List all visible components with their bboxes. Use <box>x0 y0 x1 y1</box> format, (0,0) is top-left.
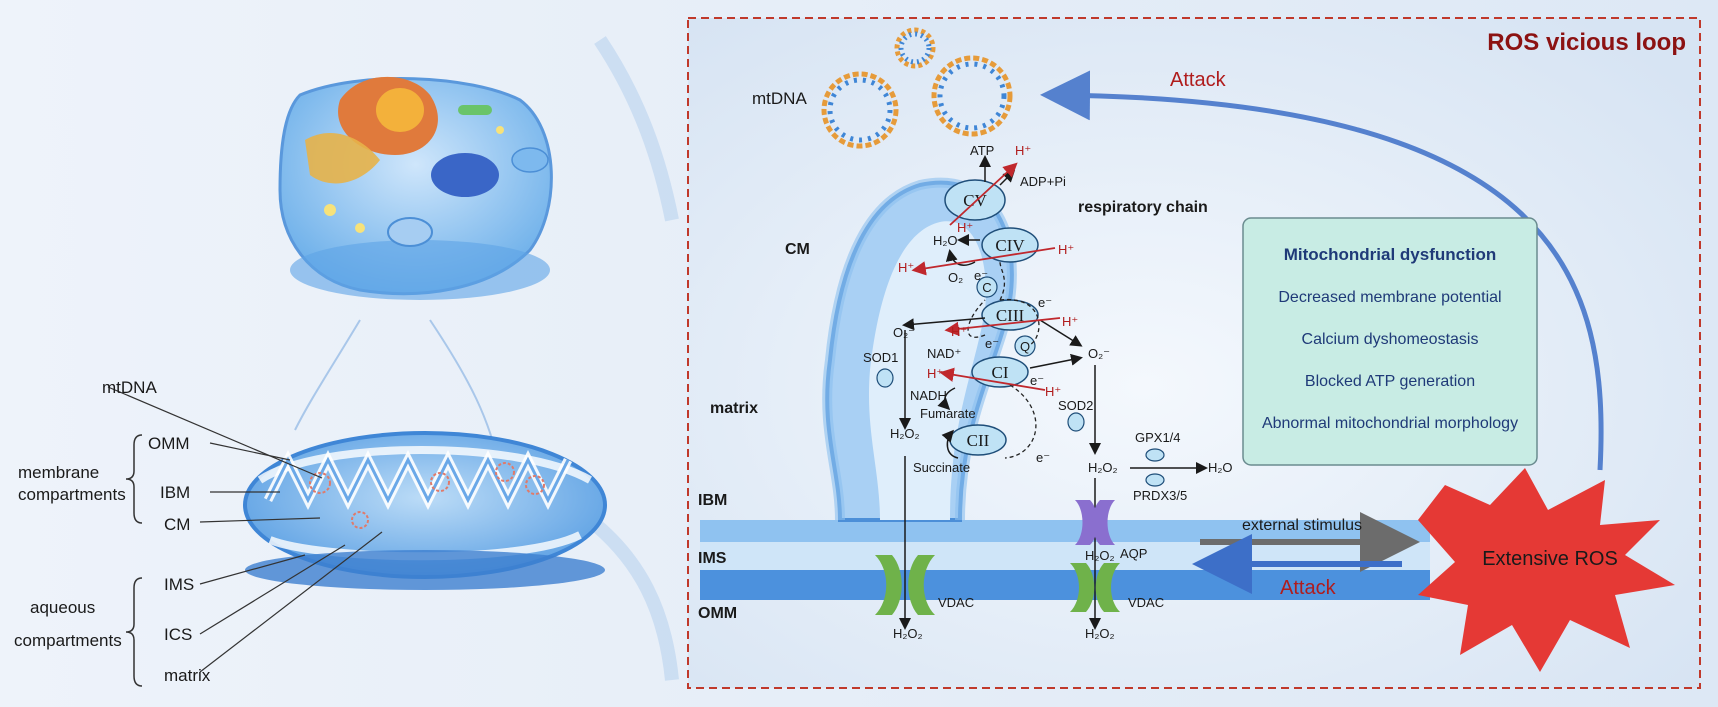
ciii-label: CIII <box>996 306 1025 325</box>
e-minus-ciii: e⁻ <box>1038 295 1052 310</box>
fumarate-label: Fumarate <box>920 406 976 421</box>
vdac-right <box>1070 563 1120 612</box>
h-plus-top: H⁺ <box>1015 143 1031 158</box>
civ-label: CIV <box>995 236 1025 255</box>
ci-label: CI <box>992 363 1009 382</box>
dysfunction-title: Mitochondrial dysfunction <box>1284 245 1497 264</box>
e-minus-q: e⁻ <box>985 336 999 351</box>
membrane-brace <box>125 434 143 524</box>
aqueous-label-line2: compartments <box>14 631 122 650</box>
sod2-shape <box>1067 412 1085 432</box>
left-mtdna-label: mtDNA <box>102 378 157 397</box>
h-plus-cv: H⁺ <box>957 220 973 235</box>
h2o2-matrix: H₂O₂ <box>890 426 920 441</box>
h-plus-ciii: H⁺ <box>1062 314 1078 329</box>
cytochrome-c <box>976 276 998 298</box>
succinate-label: Succinate <box>913 460 970 475</box>
aqp-label: AQP <box>1120 546 1147 561</box>
h2o-right: H₂O <box>1208 460 1233 475</box>
gpx-shape <box>1145 448 1165 462</box>
h-plus-civ: H⁺ <box>1058 242 1074 257</box>
h2o2-sod2: H₂O₂ <box>1088 460 1118 475</box>
nadh-label: NADH <box>910 388 947 403</box>
mtdna-rings <box>821 27 1013 149</box>
cell-illustration <box>278 76 553 300</box>
dysfunction-item: Calcium dyshomeostasis <box>1302 331 1479 348</box>
nad-plus-label: NAD⁺ <box>927 346 961 361</box>
left-matrix-label: matrix <box>164 666 211 685</box>
h-plus-ciii-out: H⁺ <box>951 324 967 339</box>
ros-loop-border <box>687 17 1701 689</box>
left-omm-label: OMM <box>148 434 190 453</box>
q-label: Q <box>1020 339 1030 354</box>
sod2-label: SOD2 <box>1058 398 1093 413</box>
h-plus-civ-out: H⁺ <box>898 260 914 275</box>
mitochondrion-illustration <box>243 431 607 590</box>
h2o2-out-left: H₂O₂ <box>893 626 923 641</box>
prdx-shape <box>1145 473 1165 487</box>
cii-label: CII <box>967 431 990 450</box>
vdac-right-label: VDAC <box>1128 595 1164 610</box>
leader-lines <box>107 386 383 673</box>
dysfunction-box <box>1242 217 1538 466</box>
complex-cv <box>944 179 1006 221</box>
prdx-label: PRDX3/5 <box>1133 488 1187 503</box>
dysfunction-item: Abnormal mitochondrial morphology <box>1262 415 1518 432</box>
right-cm-label: CM <box>785 241 810 258</box>
left-ims-label: IMS <box>164 575 194 594</box>
extensive-ros-burst <box>1418 468 1675 672</box>
vdac-left <box>875 555 935 615</box>
o2-minus-left: O₂⁻ <box>893 325 915 340</box>
electron-path <box>999 299 1040 346</box>
dysfunction-item: Decreased membrane potential <box>1278 289 1501 306</box>
right-matrix-label: matrix <box>710 400 758 417</box>
attack-bottom-label: Attack <box>1280 577 1337 599</box>
sod1-shape <box>876 368 894 388</box>
aqueous-label-line1: aqueous <box>30 598 95 617</box>
atp-label: ATP <box>970 143 994 158</box>
dysfunction-item: Blocked ATP generation <box>1305 373 1475 390</box>
right-ims-label: IMS <box>698 550 727 567</box>
electron-path <box>999 261 1006 301</box>
h-plus-ci: H⁺ <box>1045 384 1061 399</box>
zoom-line <box>594 36 679 222</box>
proton-arrows <box>911 162 1061 391</box>
zoom-line <box>294 319 361 431</box>
left-ibm-label: IBM <box>160 483 190 502</box>
extensive-ros-label: Extensive ROS <box>1482 548 1618 570</box>
sod1-label: SOD1 <box>863 350 898 365</box>
e-minus-ci: e⁻ <box>1030 373 1044 388</box>
attack-top-label: Attack <box>1170 69 1227 91</box>
o2-label: O₂ <box>948 270 963 285</box>
o2-minus-right: O₂⁻ <box>1088 346 1110 361</box>
left-ics-label: ICS <box>164 625 192 644</box>
ubiquinone-q <box>1014 335 1036 357</box>
zoom-line <box>585 514 679 681</box>
right-mtdna-label: mtDNA <box>752 89 807 108</box>
right-ibm-label: IBM <box>698 492 727 509</box>
respiratory-chain-label: respiratory chain <box>1078 199 1208 216</box>
attack-arc-top <box>1040 70 1604 471</box>
gpx-label: GPX1/4 <box>1135 430 1181 445</box>
c-label: C <box>982 280 991 295</box>
membrane-label-line2: compartments <box>18 485 126 504</box>
e-minus-civ: e⁻ <box>974 268 988 283</box>
h2o2-ims: H₂O₂ <box>1085 548 1115 563</box>
ros-loop-title: ROS vicious loop <box>1487 29 1686 56</box>
h2o2-out-right: H₂O₂ <box>1085 626 1115 641</box>
adp-pi-label: ADP+Pi <box>1020 174 1066 189</box>
aqueous-brace <box>125 577 143 687</box>
right-omm-label: OMM <box>698 605 737 622</box>
aqp-channel <box>1075 500 1115 545</box>
e-minus-cii: e⁻ <box>1036 450 1050 465</box>
membrane-label-line1: membrane <box>18 463 99 482</box>
external-stimulus-label: external stimulus <box>1242 517 1362 534</box>
h-plus-ci-out: H⁺ <box>927 366 943 381</box>
left-cm-label: CM <box>164 515 190 534</box>
h2o-label: H₂O <box>933 233 958 248</box>
vdac-left-label: VDAC <box>938 595 974 610</box>
electron-path <box>1004 384 1037 459</box>
